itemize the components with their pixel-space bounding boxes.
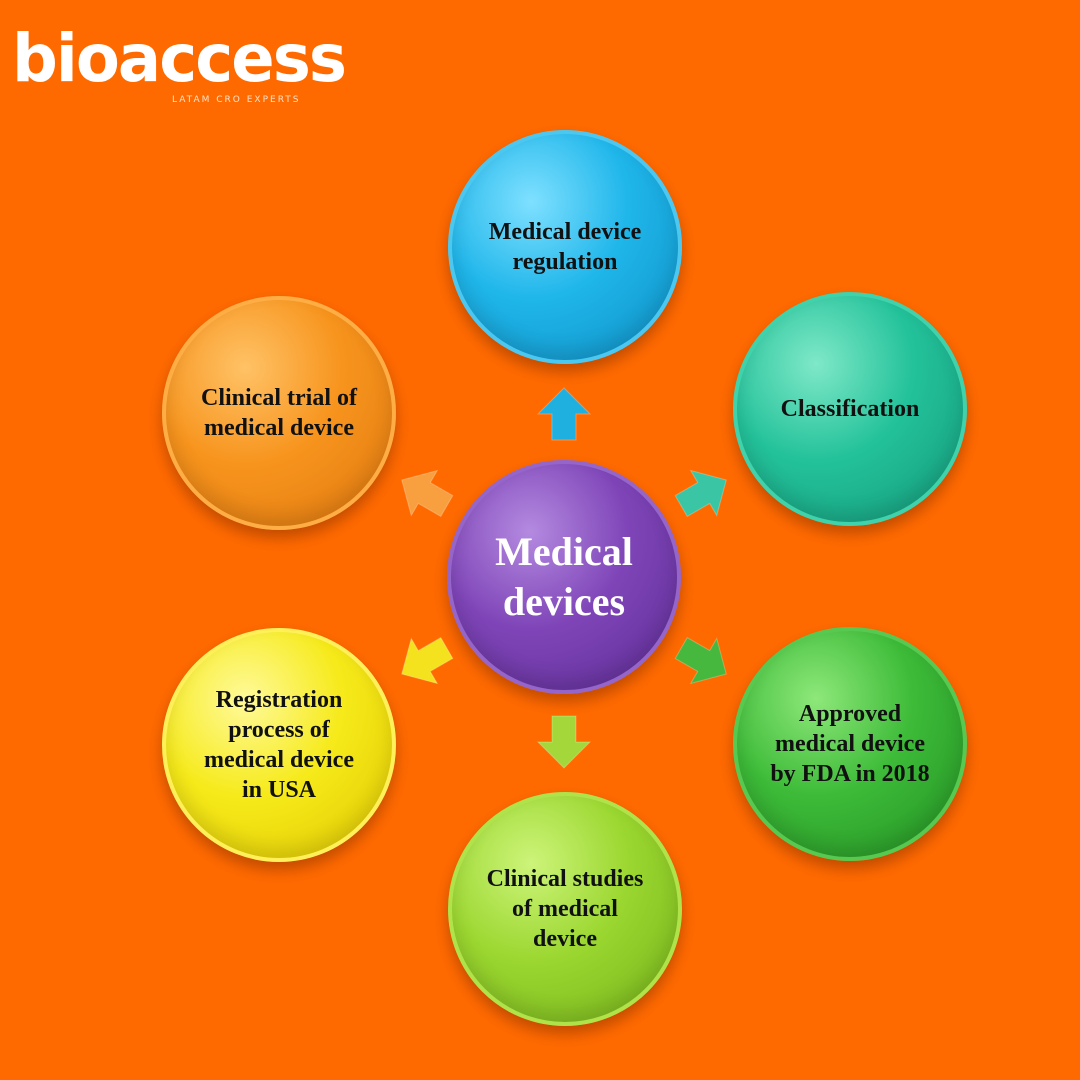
center-node-medical-devices: Medical devices (447, 460, 681, 694)
bioaccess-logo: bioaccess LATAM CRO EXPERTS (12, 22, 347, 112)
node-medical-device-regulation: Medical device regulation (448, 130, 682, 364)
arrow-to-trial (401, 469, 454, 518)
center-label: Medical devices (495, 529, 633, 624)
arrow-to-approved (674, 636, 727, 685)
logo-wordmark: bioaccess (12, 20, 347, 97)
logo-tagline: LATAM CRO EXPERTS (172, 95, 301, 105)
node-clinical-studies: Clinical studies of medical device (448, 792, 682, 1026)
arrow-to-studies (536, 715, 592, 769)
node-clinical-trial: Clinical trial of medical device (162, 296, 396, 530)
node-classification: Classification (733, 292, 967, 526)
arrow-to-classification (674, 469, 727, 518)
arrow-to-regulation (536, 387, 592, 441)
node-label: Clinical studies of medical device (486, 866, 644, 952)
node-label: Medical device regulation (488, 219, 642, 275)
arrow-to-registration (401, 636, 454, 685)
node-approved-medical-device: Approved medical device by FDA in 2018 (733, 627, 967, 861)
node-label: Approved medical device by FDA in 2018 (770, 701, 930, 787)
node-label: Clinical trial of medical device (201, 385, 357, 441)
node-registration-process: Registration process of medical device i… (162, 628, 396, 862)
node-label: Registration process of medical device i… (204, 687, 354, 803)
node-label: Classification (780, 396, 920, 422)
